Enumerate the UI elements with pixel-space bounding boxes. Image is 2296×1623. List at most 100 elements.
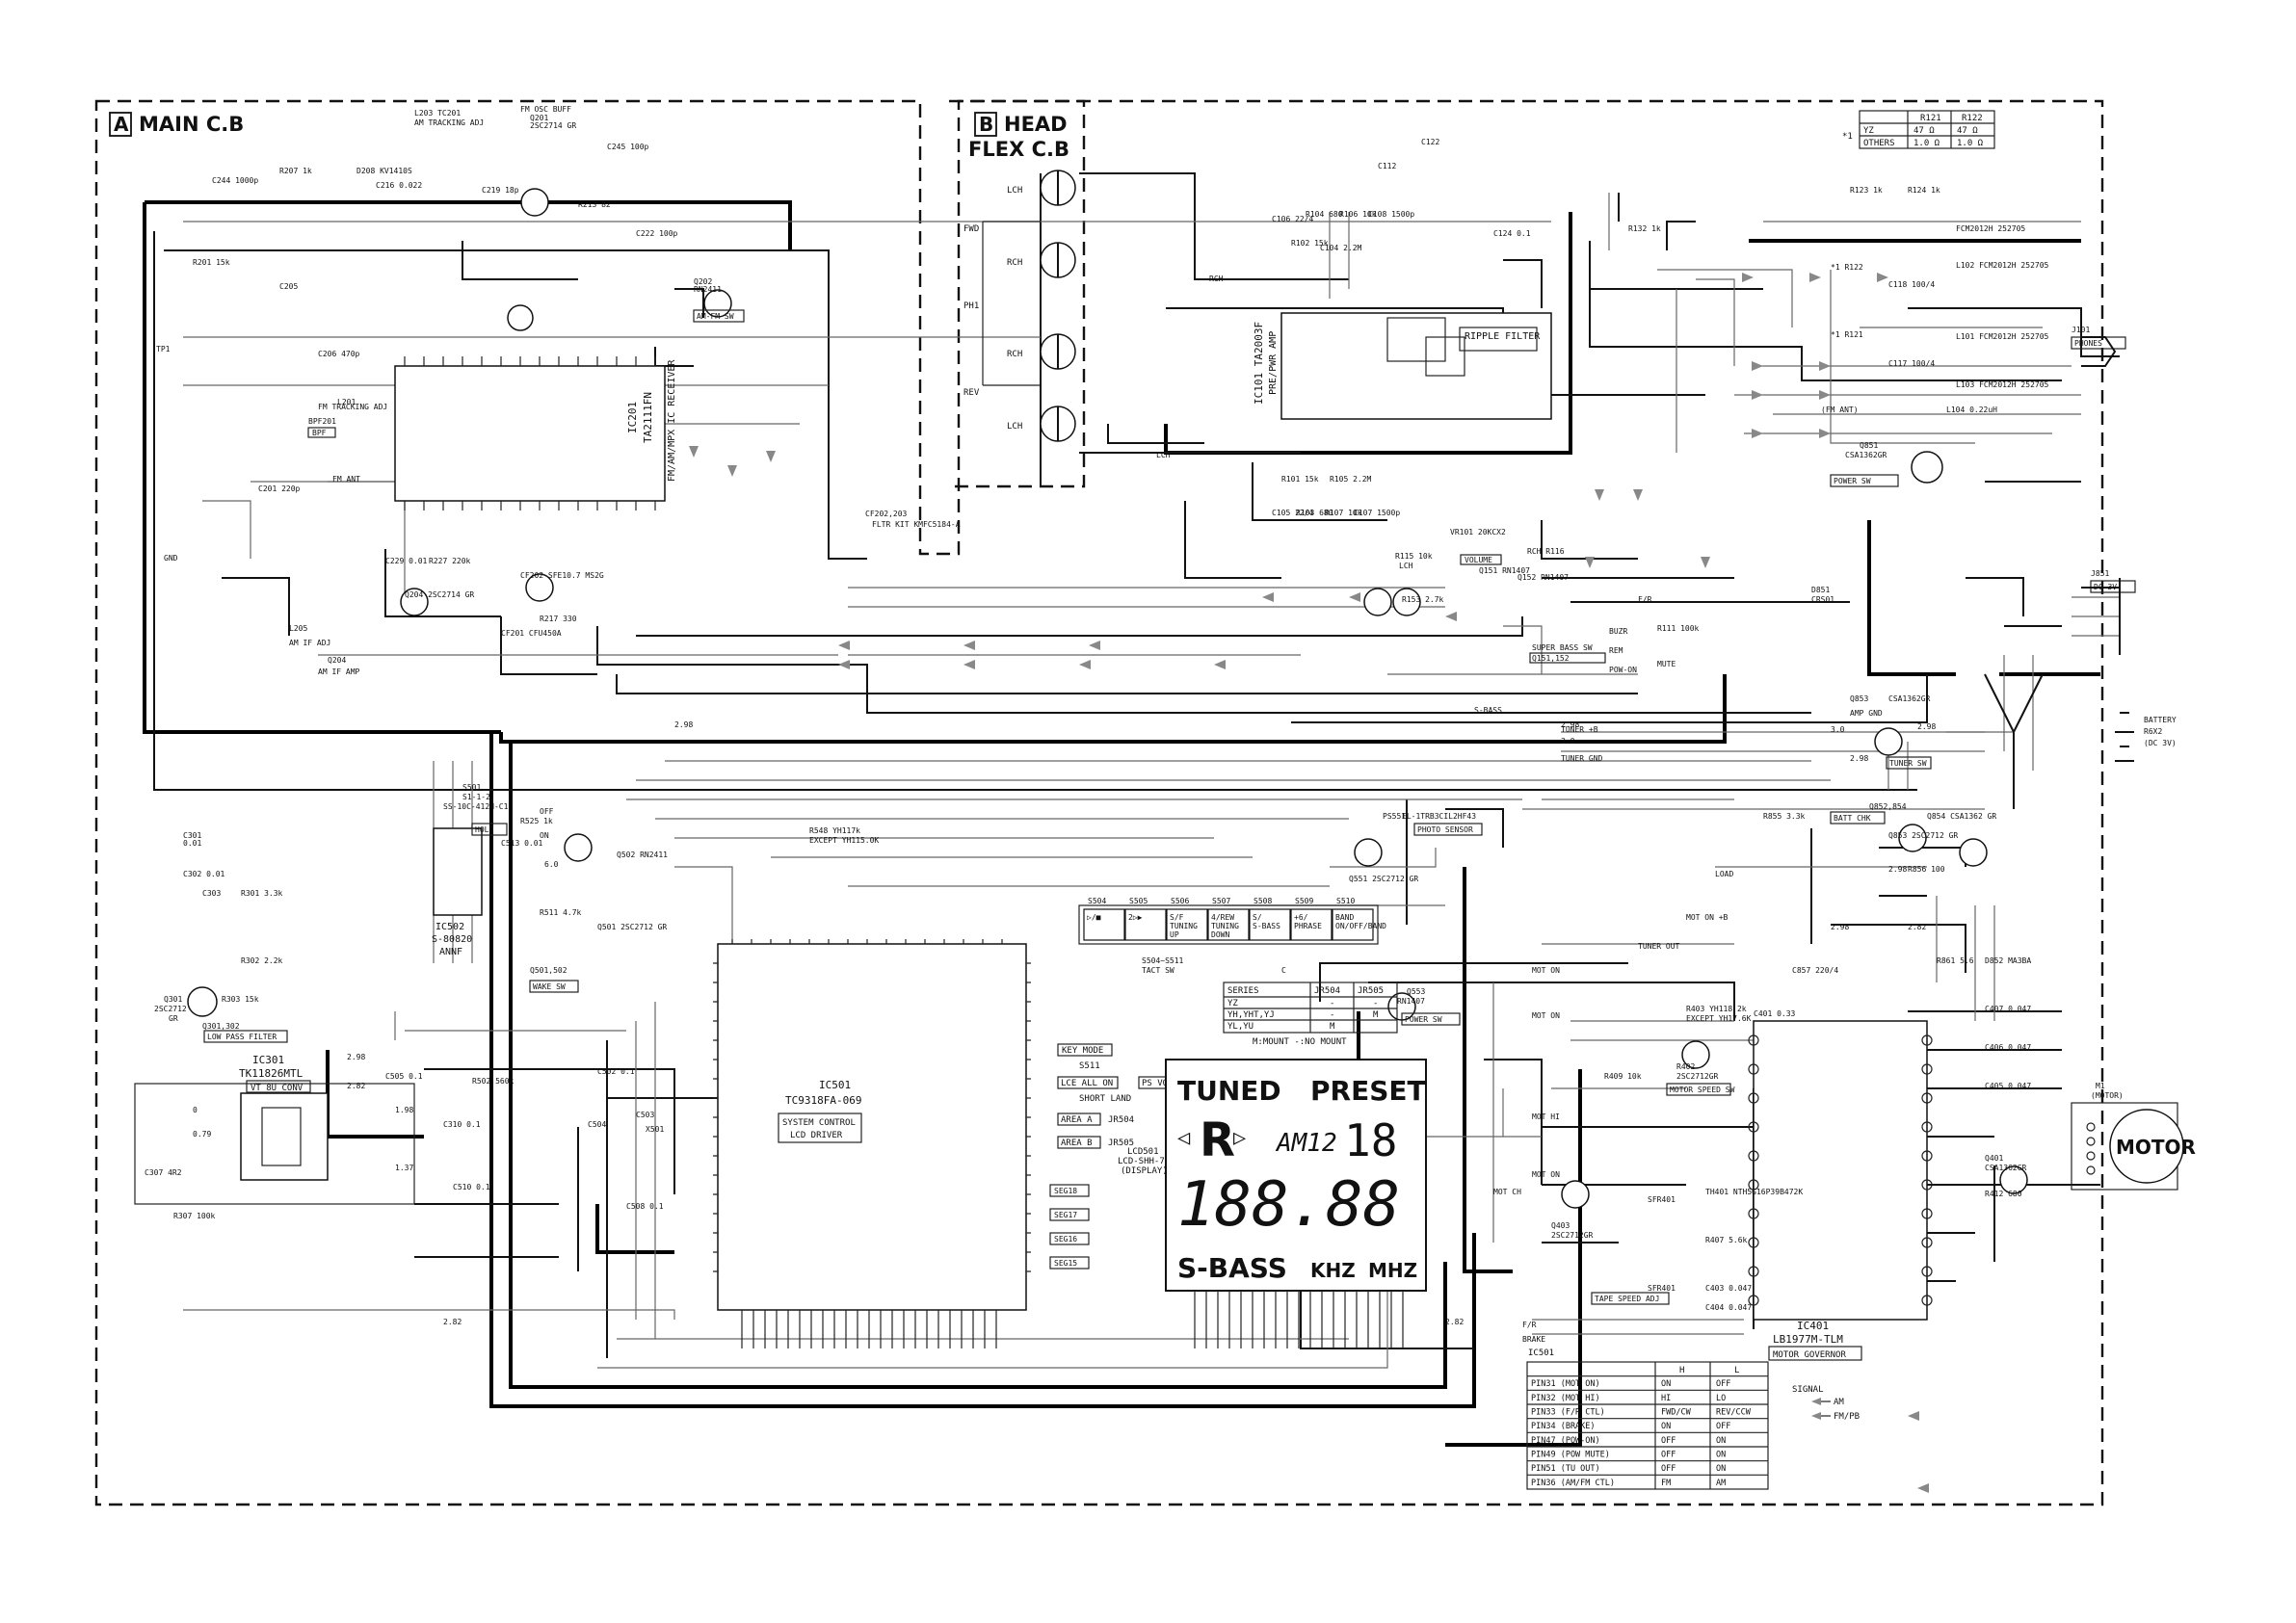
r121-r0c0: YZ — [1863, 126, 1874, 136]
svg-text:R502 560k: R502 560k — [472, 1077, 515, 1086]
svg-text:1.37: 1.37 — [395, 1164, 413, 1172]
svg-text:*1 R121: *1 R121 — [1831, 330, 1863, 339]
r121-r1c2: 1.0 Ω — [1957, 139, 1984, 148]
lcd-channel: 18 — [1344, 1114, 1397, 1166]
svg-text:C124 0.1: C124 0.1 — [1493, 229, 1531, 238]
area-b-label: AREA B — [1061, 1139, 1093, 1148]
svg-text:R153 2.7k: R153 2.7k — [1402, 595, 1444, 604]
svg-text:2SC2712: 2SC2712 — [154, 1005, 187, 1013]
svg-text:C219 18p: C219 18p — [482, 186, 519, 195]
jacks — [1984, 336, 2134, 809]
ic501-fn2: LCD DRIVER — [790, 1131, 843, 1140]
ripple-filter-label: RIPPLE FILTER — [1465, 331, 1541, 342]
svg-text:Q854 CSA1362 GR: Q854 CSA1362 GR — [1927, 812, 1996, 821]
svg-text:C229 0.01: C229 0.01 — [385, 557, 428, 565]
svg-text:C301: C301 — [183, 831, 201, 840]
svg-text:Q502 RN2411: Q502 RN2411 — [617, 851, 668, 859]
lcd-preset: PRESET — [1310, 1075, 1426, 1107]
tact-button-s509 — [1290, 908, 1333, 941]
tact-label-s507: DOWN — [1211, 930, 1229, 939]
svg-text:CSA1362GR: CSA1362GR — [1985, 1164, 2027, 1172]
svg-text:R201 15k: R201 15k — [193, 258, 230, 267]
pin-table-value: AM — [1716, 1479, 1726, 1488]
svg-text:R511 4.7k: R511 4.7k — [540, 908, 582, 917]
tact-button-s510 — [1332, 908, 1374, 941]
mot-on2-label: MOT ON — [1532, 1170, 1560, 1179]
am-if-adj-label: AM IF ADJ — [289, 639, 330, 647]
svg-text:ON: ON — [540, 831, 549, 840]
fltr-kit-label: FLTR KIT KMFC5184-A — [872, 520, 961, 529]
svg-text:C107 1500p: C107 1500p — [1354, 509, 1400, 517]
gnd-label: GND — [164, 554, 178, 563]
svg-text:Q551 2SC2712 GR: Q551 2SC2712 GR — [1349, 875, 1418, 883]
svg-text:EL-1TRB3CIL2HF43: EL-1TRB3CIL2HF43 — [1402, 812, 1476, 821]
signal-fm: FM/PB — [1834, 1412, 1860, 1422]
pin-table-pin: PIN36 (AM/FM CTL) — [1531, 1479, 1615, 1488]
svg-text:FCM2012H 252705: FCM2012H 252705 — [1956, 224, 2025, 233]
svg-text:S-BASS: S-BASS — [1474, 706, 1502, 715]
svg-text:3.0: 3.0 — [1831, 725, 1845, 734]
svg-text:R123 1k: R123 1k — [1850, 186, 1883, 195]
svg-text:TUNER OUT: TUNER OUT — [1638, 942, 1680, 951]
series-r0c1: - — [1330, 999, 1334, 1008]
svg-text:C206 470p: C206 470p — [318, 350, 360, 358]
head-lch2-label: LCH — [1007, 422, 1022, 432]
ic101-block: IC101 TA2003F PRE/PWR AMP RIPPLE FILTER — [1253, 312, 1552, 420]
r121-r0c1: 47 Ω — [1913, 126, 1935, 136]
pin-table-value: REV/CCW — [1716, 1408, 1752, 1418]
svg-text:2SC2712GR: 2SC2712GR — [1676, 1072, 1719, 1081]
svg-text:R307 100k: R307 100k — [173, 1212, 216, 1220]
svg-text:3.0: 3.0 — [1561, 737, 1575, 746]
svg-text:C201 220p: C201 220p — [258, 484, 301, 493]
pin-table-value: OFF — [1661, 1436, 1676, 1446]
series-h0: SERIES — [1227, 986, 1259, 996]
svg-text:Q553: Q553 — [1407, 987, 1425, 996]
ic501-name: IC501 — [819, 1079, 851, 1091]
svg-text:R101 15k: R101 15k — [1281, 475, 1319, 484]
pin-table-value: ON — [1716, 1436, 1726, 1446]
ic401-part: LB1977M-TLM — [1773, 1333, 1843, 1346]
ic501-fn1: SYSTEM CONTROL — [782, 1118, 856, 1128]
svg-text:R217 330: R217 330 — [540, 615, 577, 623]
svg-text:X501: X501 — [646, 1125, 664, 1134]
battery-spec: R6X2 — [2144, 727, 2162, 736]
tact-label-s505: 2▷▶ — [1128, 913, 1143, 922]
pin-table-pin: PIN49 (POW MUTE) — [1531, 1451, 1610, 1460]
pin-table-h: H — [1679, 1366, 1684, 1375]
r121-r0c2: 47 Ω — [1957, 126, 1978, 136]
pin-table-value: OFF — [1716, 1422, 1730, 1431]
area-a-label: AREA A — [1061, 1115, 1093, 1125]
svg-text:L102 FCM2012H 252705: L102 FCM2012H 252705 — [1956, 261, 2049, 270]
svg-text:R107 10k: R107 10k — [1325, 509, 1362, 517]
pin-table-value: ON — [1716, 1464, 1726, 1474]
tact-key-s509: S509 — [1295, 897, 1313, 905]
lcd-display-label: (DISPLAY) — [1121, 1166, 1168, 1176]
low-pass-label: LOW PASS FILTER — [207, 1033, 277, 1041]
ic301-block: IC301 TK11826MTL VT 8U CONV — [134, 1054, 415, 1205]
series-r1c2: M — [1373, 1010, 1379, 1020]
pin-table-value: ON — [1661, 1379, 1671, 1389]
batt-chk-label: BATT CHK — [1834, 814, 1871, 823]
svg-text:Q301,302: Q301,302 — [202, 1022, 240, 1031]
pin-table-pin: PIN32 (MOT HI) — [1531, 1394, 1600, 1403]
svg-text:6.0: 6.0 — [544, 860, 559, 869]
series-h1: JR504 — [1314, 986, 1340, 996]
svg-text:C404 0.047: C404 0.047 — [1705, 1303, 1752, 1312]
tp1-label: TP1 — [156, 345, 171, 353]
r121-r1c0: OTHERS — [1863, 139, 1895, 148]
ph1-label: PH1 — [963, 301, 979, 311]
svg-text:*1 R122: *1 R122 — [1831, 263, 1863, 272]
series-r2c0: YL,YU — [1227, 1022, 1254, 1032]
svg-text:C104 2.2M: C104 2.2M — [1320, 244, 1362, 252]
svg-text:R409 10k: R409 10k — [1604, 1072, 1642, 1081]
ic401-function: MOTOR GOVERNOR — [1773, 1350, 1846, 1360]
svg-text:C508 0.1: C508 0.1 — [626, 1202, 664, 1211]
svg-text:Q851: Q851 — [1860, 441, 1878, 450]
svg-text:Q151 RN1407: Q151 RN1407 — [1479, 566, 1530, 575]
bpf-label: BPF — [312, 429, 327, 437]
svg-text:C106 22/4: C106 22/4 — [1272, 215, 1314, 223]
tact-label-s508: S-BASS — [1253, 922, 1280, 930]
r121-r1c1: 1.0 Ω — [1913, 139, 1940, 148]
short-land-label: SHORT LAND — [1079, 1094, 1131, 1104]
